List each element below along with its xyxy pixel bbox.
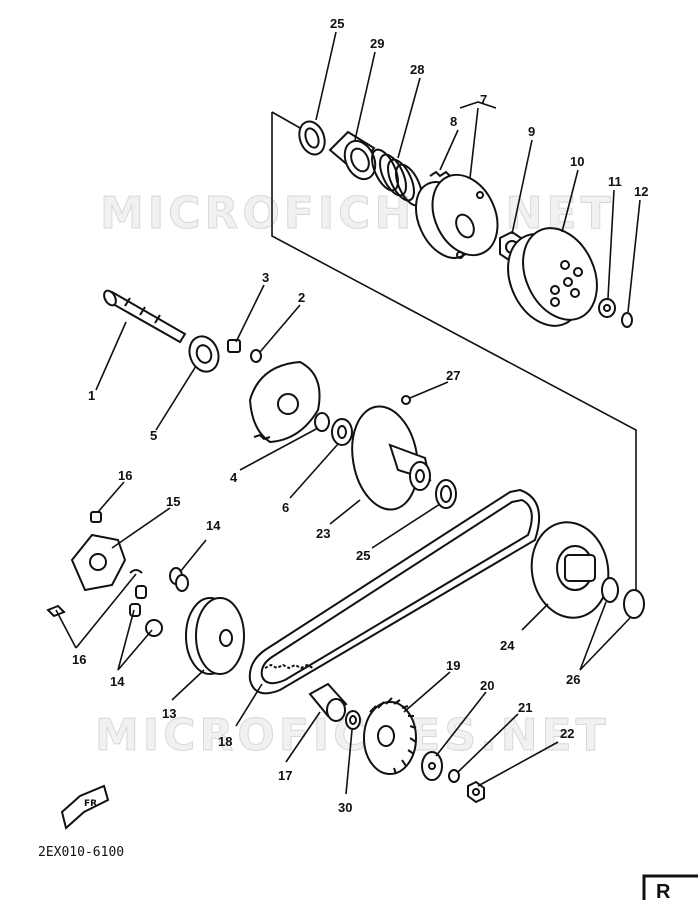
callout-5: 5 (150, 428, 157, 443)
callout-18: 18 (218, 734, 232, 749)
callout-16-top: 16 (118, 468, 132, 483)
part-18-v-belt (248, 488, 541, 695)
diagram-code: 2EX010-6100 (38, 845, 124, 860)
callout-23: 23 (316, 526, 330, 541)
part-22-nut (467, 780, 485, 804)
part-16-clip (129, 569, 143, 574)
callout-25-top: 25 (330, 16, 344, 31)
part-21-washer (448, 769, 460, 783)
part-10-clutch-housing (507, 227, 598, 327)
callout-16-bottom: 16 (72, 652, 86, 667)
callout-28: 28 (410, 62, 424, 77)
part-12-washer (621, 312, 633, 328)
part-14-weight-roller-b (129, 585, 163, 637)
callout-21: 21 (518, 700, 532, 715)
part-25-oil-seal-center (435, 479, 457, 509)
part-8-spring-clip (429, 170, 451, 178)
callout-10: 10 (570, 154, 584, 169)
callout-19: 19 (446, 658, 460, 673)
fr-arrow-label: FR (84, 799, 97, 809)
callout-14-top: 14 (206, 518, 221, 533)
part-24-primary-sheave (530, 521, 610, 619)
callout-13: 13 (162, 706, 176, 721)
part-27-pin (401, 395, 411, 405)
part-11-nut (598, 298, 616, 318)
watermark-top: MICROFICHES.NET (100, 188, 615, 239)
callout-29: 29 (370, 36, 384, 51)
callout-26: 26 (566, 672, 580, 687)
part-16-slider (46, 511, 102, 618)
callout-20: 20 (480, 678, 494, 693)
front-direction-arrow-icon: FR (60, 784, 110, 830)
part-5-bearing (188, 335, 220, 373)
callout-22: 22 (560, 726, 574, 741)
callout-25-center: 25 (356, 548, 370, 563)
callout-6: 6 (282, 500, 289, 515)
part-2-washer (250, 349, 262, 363)
callout-24: 24 (500, 638, 515, 653)
part-7-clutch-carrier (414, 173, 499, 259)
callout-7: 7 (480, 92, 487, 107)
callout-2: 2 (298, 290, 305, 305)
part-1-shaft (103, 289, 187, 344)
leader-lines (55, 31, 641, 795)
page-tag-text: R (656, 881, 671, 900)
callout-labels: 25 29 28 7 8 9 10 11 12 3 2 1 27 5 4 16 … (72, 16, 648, 815)
callout-17: 17 (278, 768, 292, 783)
part-3-bolt (227, 339, 241, 353)
part-23-secondary-sheave (351, 405, 432, 511)
part-17-collar (308, 682, 348, 722)
assembly-frame (271, 111, 637, 600)
callout-12: 12 (634, 184, 648, 199)
callout-9: 9 (528, 124, 535, 139)
part-29-collar (328, 130, 377, 181)
part-4-cover-plate (248, 360, 321, 444)
part-26-washer-b (623, 589, 645, 619)
callout-30: 30 (338, 800, 352, 815)
callout-3: 3 (262, 270, 269, 285)
callout-27: 27 (446, 368, 460, 383)
part-13-movable-sheave (185, 597, 245, 675)
part-30-washer (345, 710, 361, 730)
part-19-fan-sheave (363, 697, 417, 775)
page-tag: R (642, 874, 698, 900)
part-14-weight-roller-a (169, 567, 189, 592)
part-25-oil-seal-top (298, 120, 326, 156)
callout-11: 11 (608, 174, 622, 189)
callout-8: 8 (450, 114, 457, 129)
callout-1: 1 (88, 388, 95, 403)
callout-15: 15 (166, 494, 180, 509)
part-6-bearing (331, 418, 353, 446)
callout-14-bottom: 14 (110, 674, 125, 689)
part-26-washer-a (601, 577, 619, 603)
callout-4: 4 (230, 470, 238, 485)
part-20-spacer (421, 751, 443, 781)
part-4-washer (314, 412, 330, 432)
part-15-cam-plate (70, 533, 127, 592)
